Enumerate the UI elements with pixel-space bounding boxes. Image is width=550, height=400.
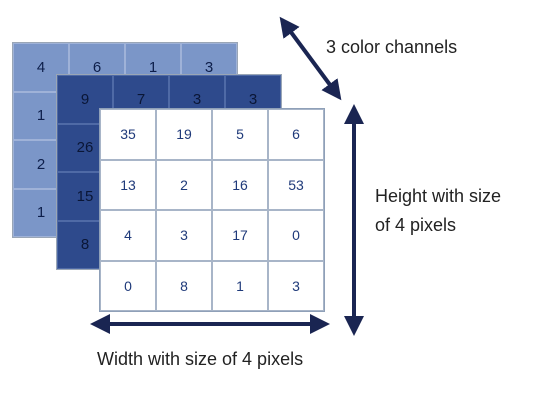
pixel-cell: 16 (212, 159, 268, 210)
pixel-cell: 6 (268, 109, 324, 160)
pixel-cell: 0 (268, 210, 324, 261)
pixel-cell: 53 (268, 159, 324, 210)
pixel-cell: 2 (156, 159, 212, 210)
width-label: Width with size of 4 pixels (97, 349, 304, 369)
channels-label: 3 color channels (326, 37, 458, 57)
pixel-cell: 4 (13, 43, 69, 92)
pixel-cell: 8 (156, 260, 212, 311)
pixel-cell: 5 (212, 109, 268, 160)
height-label-line1: Height with size (375, 186, 502, 206)
pixel-cell: 3 (156, 210, 212, 261)
pixel-cell: 1 (212, 260, 268, 311)
pixel-cell: 4 (100, 210, 156, 261)
depth-arrow (279, 16, 342, 101)
height-label-line2: of 4 pixels (375, 215, 457, 235)
pixel-cell: 35 (100, 109, 156, 160)
pixel-cell: 3 (268, 260, 324, 311)
pixel-cell: 9 (57, 75, 113, 124)
pixel-cell: 19 (156, 109, 212, 160)
pixel-cell: 13 (100, 159, 156, 210)
pixel-cell: 17 (212, 210, 268, 261)
pixel-cell: 0 (100, 260, 156, 311)
